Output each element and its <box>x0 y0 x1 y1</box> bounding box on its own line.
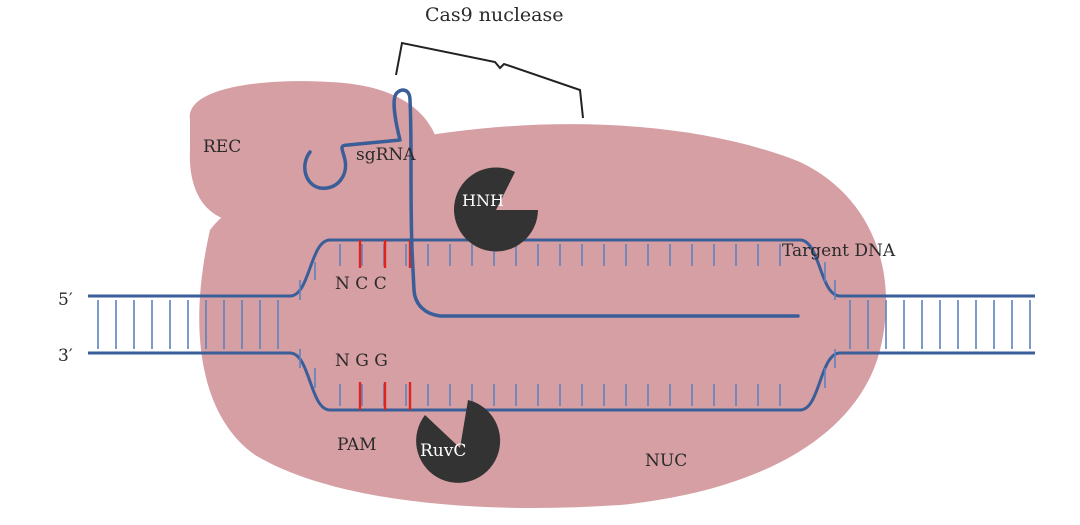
five-prime-label: 5′ <box>58 290 73 310</box>
cas9-title: Cas9 nuclease <box>425 4 564 26</box>
paw-icon <box>907 447 937 477</box>
ruvc-label: RuvC <box>420 441 466 461</box>
sgrna-strand <box>303 88 800 318</box>
hnh-label: HNH <box>462 191 504 210</box>
three-prime-label: 3′ <box>58 346 73 366</box>
watermark: 老虎社区 @换汤不换药 <box>907 447 1044 508</box>
watermark-brand: 老虎社区 <box>944 448 1044 477</box>
dna-bottom-strand <box>88 351 1035 412</box>
nuc-label: NUC <box>645 451 687 471</box>
sgrna-label: sgRNA <box>356 145 416 165</box>
pam-marks <box>358 240 412 410</box>
cas9-bracket <box>395 41 584 119</box>
dna-top-strand <box>88 238 1035 298</box>
ncc-label: N C C <box>335 274 387 294</box>
target-dna-label: Targent DNA <box>782 241 896 261</box>
dna-double-helix <box>88 238 1035 412</box>
watermark-handle: @换汤不换药 <box>945 490 1035 508</box>
hnh-domain <box>454 167 538 252</box>
rec-label: REC <box>203 137 241 157</box>
pam-label: PAM <box>337 435 377 455</box>
ngg-label: N G G <box>335 351 388 371</box>
ruvc-domain <box>416 400 501 483</box>
